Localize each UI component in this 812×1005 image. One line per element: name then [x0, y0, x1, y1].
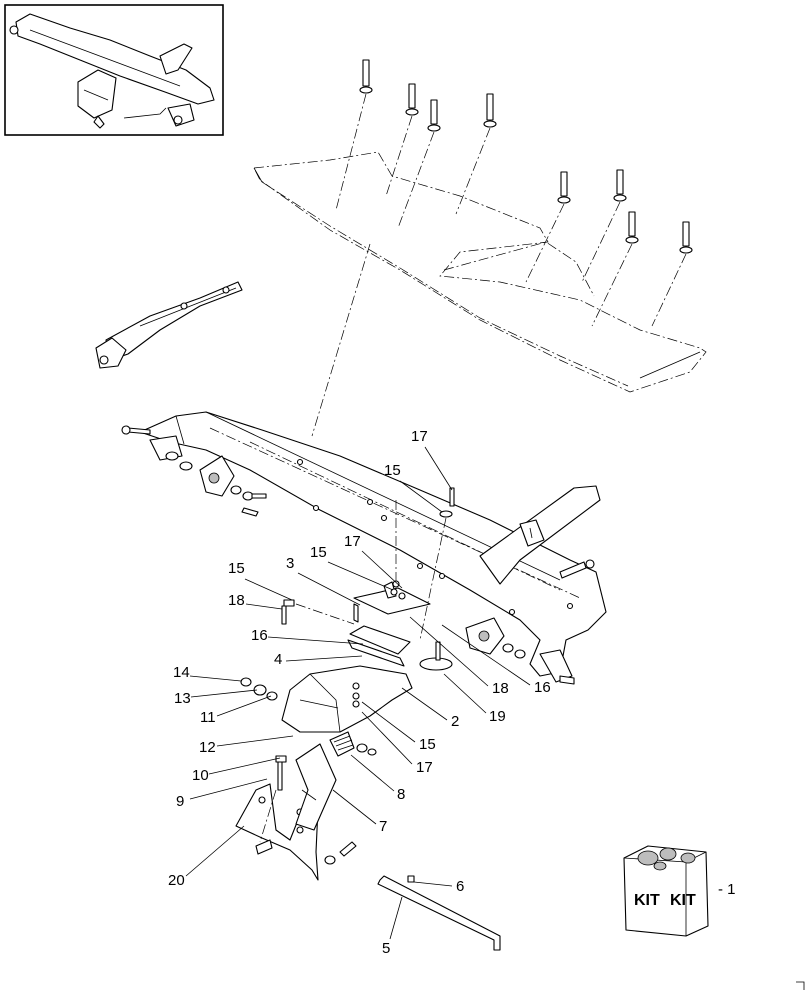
leader-line	[389, 896, 403, 940]
callout-number: 3	[286, 555, 294, 572]
leader-line	[327, 561, 394, 591]
rod	[377, 875, 501, 951]
callout-number: 4	[274, 651, 282, 668]
callout-number: 19	[489, 708, 506, 725]
callout-7: 7	[332, 789, 387, 835]
kit-label-right: KIT	[670, 892, 696, 909]
callout-number: 15	[384, 462, 401, 479]
callout-number: 9	[176, 793, 184, 810]
callout-10: 10	[192, 757, 281, 784]
callout-14: 14	[173, 664, 242, 682]
leader-line	[399, 480, 443, 513]
assembly-line-1	[311, 243, 371, 437]
callout-number: 15	[419, 736, 436, 753]
bracket-arm	[95, 281, 243, 369]
callout-number: 16	[251, 627, 268, 644]
callout-number: 8	[397, 786, 405, 803]
frame-top-bolts	[395, 487, 455, 641]
callout-layer: 17 15 15 17 3 15 18 16 4 14 13 11 12 10 9 20 5 6 78 17 15 2 18…	[168, 428, 551, 957]
callout-20: 20	[168, 825, 245, 889]
shield-bolts	[335, 59, 693, 327]
callout-16: 16	[251, 627, 364, 645]
leader-line	[208, 757, 281, 775]
callout-number: 2	[451, 713, 459, 730]
hanger-bracket	[240, 665, 413, 791]
callout-number: 18	[228, 592, 245, 609]
callout-number: 7	[379, 818, 387, 835]
mount-bracket	[235, 743, 357, 881]
callout-15: 15	[384, 462, 443, 513]
leader-line	[361, 711, 413, 765]
callout-number: 17	[416, 759, 433, 776]
leader-line	[361, 550, 403, 589]
hitch-plate-group	[281, 580, 453, 671]
callout-19: 19	[443, 673, 506, 725]
callout-number: 11	[200, 709, 216, 726]
callout-13: 13	[174, 689, 258, 707]
callout-number: 17	[411, 428, 428, 445]
leader-line	[361, 701, 416, 743]
leader-line	[413, 881, 453, 887]
callout-6: 6	[413, 878, 464, 895]
leader-line	[424, 446, 453, 491]
callout-number: 18	[492, 680, 509, 697]
leader-line	[189, 778, 268, 800]
leader-line	[185, 825, 245, 877]
callout-5: 5	[382, 896, 403, 957]
callout-16: 16	[441, 624, 551, 696]
callout-number: 10	[192, 767, 209, 784]
leader-line	[216, 735, 294, 747]
callout-15: 15	[310, 544, 394, 591]
leader-line	[350, 754, 395, 792]
callout-9: 9	[176, 778, 268, 810]
callout-number: 13	[174, 690, 191, 707]
leader-line	[190, 689, 258, 698]
leader-line	[409, 616, 489, 687]
leader-line	[332, 789, 377, 825]
leader-line	[244, 578, 293, 601]
callout-number: 20	[168, 872, 185, 889]
leader-line	[297, 572, 361, 606]
kit-label-left: KIT	[634, 892, 660, 909]
overview-inset	[4, 4, 224, 136]
callout-8: 8	[350, 754, 405, 803]
leader-line	[441, 624, 531, 686]
kit-box-icon: KIT KIT - 1	[623, 845, 736, 937]
main-frame	[121, 411, 607, 685]
leader-line	[245, 603, 283, 610]
leader-line	[189, 675, 242, 682]
callout-number: 12	[199, 739, 216, 756]
callout-17: 17	[344, 533, 403, 589]
shield-cover	[253, 151, 707, 393]
callout-17: 17	[411, 428, 453, 491]
leader-line	[216, 695, 272, 717]
callout-number: 15	[310, 544, 327, 561]
callout-4: 4	[274, 651, 363, 668]
leader-line	[443, 673, 487, 714]
callout-number: 16	[534, 679, 551, 696]
callout-2: 2	[401, 687, 459, 730]
leader-line	[267, 636, 364, 645]
callout-15: 15	[361, 701, 436, 753]
callout-number: 6	[456, 878, 464, 895]
callout-number: 15	[228, 560, 245, 577]
callout-number: 17	[344, 533, 361, 550]
corner-mark	[796, 981, 805, 990]
callout-number: 5	[382, 940, 390, 957]
callout-11: 11	[200, 695, 272, 726]
leader-line	[285, 655, 363, 662]
kit-callout: - 1	[718, 881, 736, 898]
callout-15: 15	[228, 560, 293, 601]
callout-18: 18	[409, 616, 509, 697]
callout-number: 14	[173, 664, 190, 681]
callout-12: 12	[199, 735, 294, 756]
callout-17: 17	[361, 711, 433, 776]
callout-18: 18	[228, 592, 283, 610]
leader-line	[401, 687, 448, 721]
callout-3: 3	[286, 555, 361, 606]
